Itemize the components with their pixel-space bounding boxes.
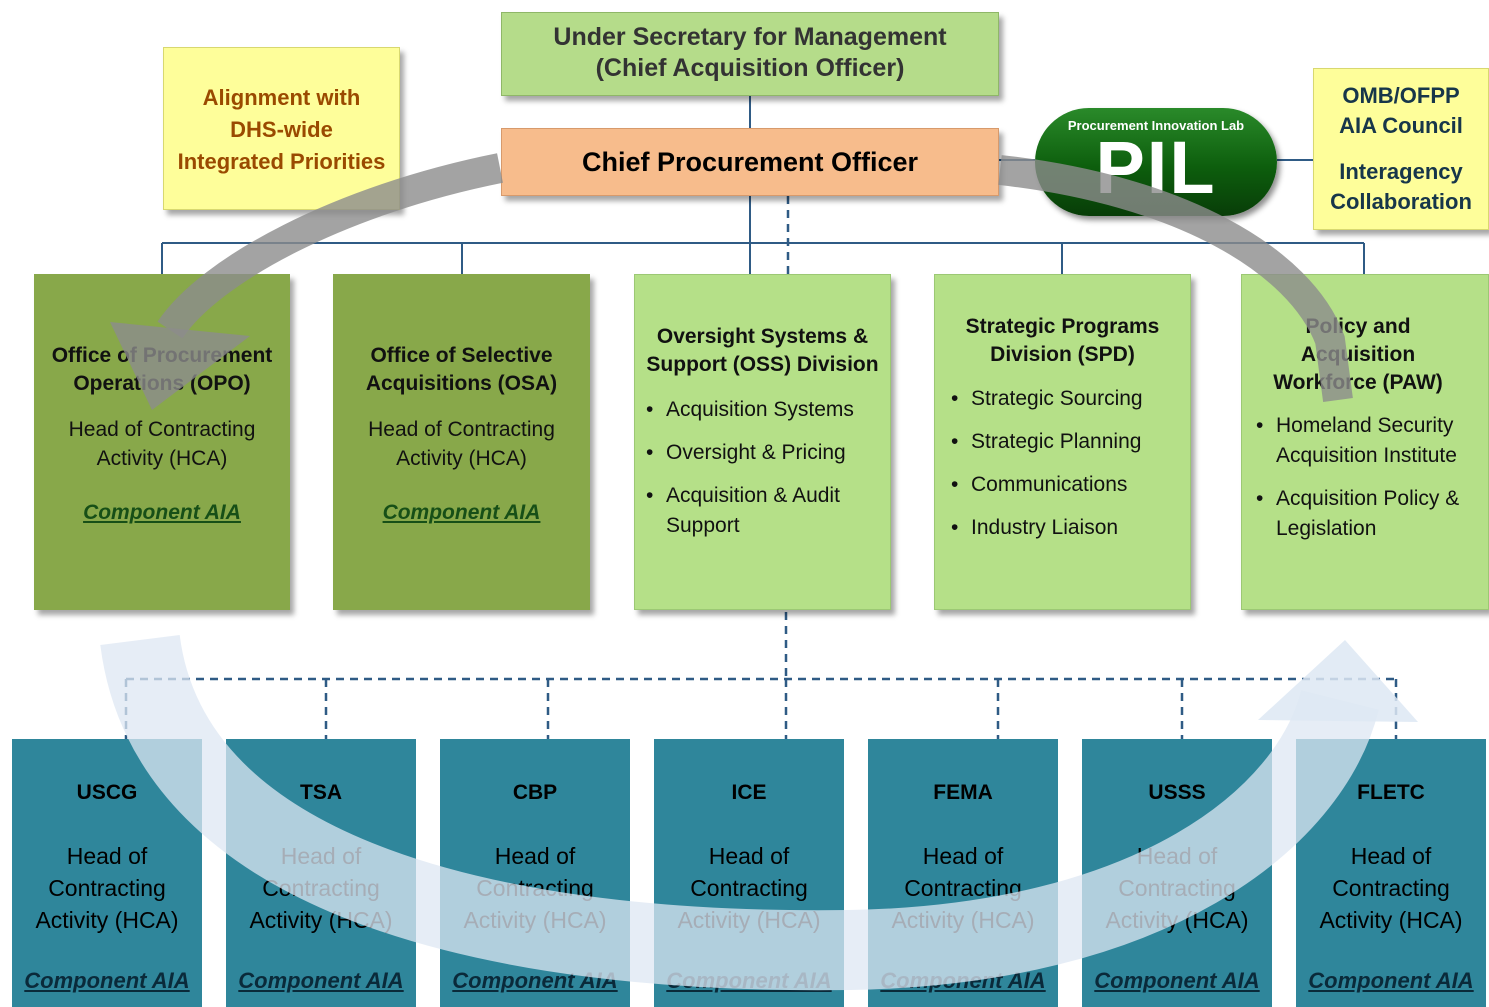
opo-role: Head of Contracting Activity (HCA) <box>68 418 256 470</box>
component-role: Head of Contracting Activity (HCA) <box>249 843 393 933</box>
component-box-fema: FEMA Head of Contracting Activity (HCA) … <box>868 739 1058 1007</box>
alignment-line-1: Alignment with <box>202 85 361 110</box>
chief-procurement-officer-box: Chief Procurement Officer <box>501 128 999 196</box>
opo-box: Office of Procurement Operations (OPO) H… <box>34 274 290 610</box>
component-role: Head of Contracting Activity (HCA) <box>891 843 1035 933</box>
osa-role: Head of Contracting Activity (HCA) <box>368 418 555 470</box>
omb-line-3: Interagency <box>1339 159 1463 184</box>
chief-acquisition-officer-label: (Chief Acquisition Officer) <box>595 54 905 82</box>
under-secretary-box: Under Secretary for Management (Chief Ac… <box>501 12 999 96</box>
component-role: Head of Contracting Activity (HCA) <box>1319 843 1463 933</box>
component-role: Head of Contracting Activity (HCA) <box>677 843 821 933</box>
paw-box: Policy and Acquisition Workforce (PAW) H… <box>1241 274 1489 610</box>
list-item: Industry Liaison <box>947 513 1180 543</box>
component-name: CBP <box>512 781 558 804</box>
osa-title: Office of Selective Acquisitions (OSA) <box>365 344 558 395</box>
component-name: FLETC <box>1357 781 1425 804</box>
component-name: USSS <box>1148 781 1206 804</box>
oss-items: Acquisition Systems Oversight & Pricing … <box>642 395 880 541</box>
list-item: Acquisition & Audit Support <box>642 481 880 541</box>
omb-line-1: OMB/OFPP <box>1342 83 1460 108</box>
omb-ofpp-box: OMB/OFPP AIA Council Interagency Collabo… <box>1313 68 1489 230</box>
component-box-uscg: USCG Head of Contracting Activity (HCA) … <box>12 739 202 1007</box>
alignment-line-2: DHS-wide <box>230 117 333 142</box>
pil-logo-text: PIL <box>1095 126 1217 209</box>
pil-caption: Procurement Innovation Lab <box>1067 118 1245 133</box>
list-item: Communications <box>947 470 1180 500</box>
omb-line-4: Collaboration <box>1330 189 1472 214</box>
opo-component-aia: Component AIA <box>83 501 241 524</box>
component-aia: Component AIA <box>238 968 404 993</box>
component-aia: Component AIA <box>452 968 618 993</box>
list-item: Acquisition Policy & Legislation <box>1252 484 1484 544</box>
oss-title: Oversight Systems & Support (OSS) Divisi… <box>646 325 879 376</box>
oss-box: Oversight Systems & Support (OSS) Divisi… <box>634 274 891 610</box>
component-box-cbp: CBP Head of Contracting Activity (HCA) C… <box>440 739 630 1007</box>
paw-items: Homeland Security Acquisition Institute … <box>1252 411 1484 544</box>
list-item: Acquisition Systems <box>642 395 880 425</box>
component-aia: Component AIA <box>880 968 1046 993</box>
list-item: Oversight & Pricing <box>642 438 880 468</box>
spd-items: Strategic Sourcing Strategic Planning Co… <box>947 384 1180 543</box>
alignment-line-3: Integrated Priorities <box>177 149 386 174</box>
list-item: Strategic Planning <box>947 427 1180 457</box>
component-box-tsa: TSA Head of Contracting Activity (HCA) C… <box>226 739 416 1007</box>
component-name: ICE <box>731 781 767 804</box>
component-box-usss: USSS Head of Contracting Activity (HCA) … <box>1082 739 1272 1007</box>
spd-box: Strategic Programs Division (SPD) Strate… <box>934 274 1191 610</box>
under-secretary-title: Under Secretary for Management <box>553 23 947 51</box>
component-aia: Component AIA <box>666 968 832 993</box>
component-aia: Component AIA <box>1308 968 1474 993</box>
component-aia: Component AIA <box>1094 968 1260 993</box>
list-item: Homeland Security Acquisition Institute <box>1252 411 1484 471</box>
spd-title: Strategic Programs Division (SPD) <box>965 315 1160 366</box>
cpo-title: Chief Procurement Officer <box>581 146 919 177</box>
component-role: Head of Contracting Activity (HCA) <box>35 843 179 933</box>
component-role: Head of Contracting Activity (HCA) <box>463 843 607 933</box>
osa-box: Office of Selective Acquisitions (OSA) H… <box>333 274 590 610</box>
component-box-ice: ICE Head of Contracting Activity (HCA) C… <box>654 739 844 1007</box>
component-box-fletc: FLETC Head of Contracting Activity (HCA)… <box>1296 739 1486 1007</box>
list-item: Strategic Sourcing <box>947 384 1180 414</box>
component-aia: Component AIA <box>24 968 190 993</box>
component-name: FEMA <box>933 781 993 804</box>
opo-title: Office of Procurement Operations (OPO) <box>51 344 273 395</box>
alignment-note: Alignment with DHS-wide Integrated Prior… <box>163 47 400 210</box>
component-name: USCG <box>76 781 138 804</box>
osa-component-aia: Component AIA <box>382 501 541 524</box>
pil-logo: Procurement Innovation Lab PIL <box>1035 108 1277 216</box>
component-role: Head of Contracting Activity (HCA) <box>1105 843 1249 933</box>
component-name: TSA <box>300 781 342 804</box>
omb-line-2: AIA Council <box>1339 113 1463 138</box>
paw-title: Policy and Acquisition Workforce (PAW) <box>1273 315 1443 394</box>
